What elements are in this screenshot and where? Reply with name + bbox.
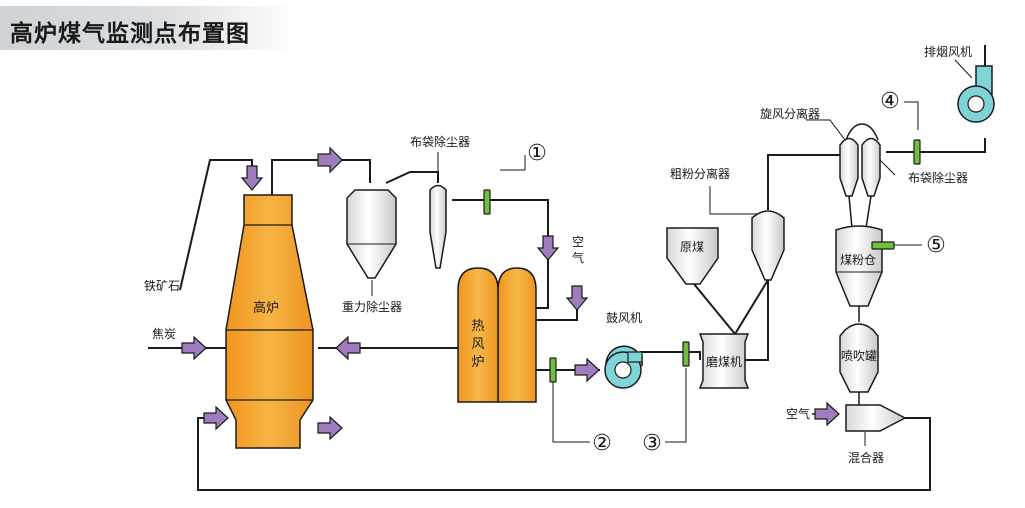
leader-coarse (709, 186, 760, 215)
cyclone-separator: 旋风分离器 布袋除尘器 (760, 106, 968, 229)
separator-to-cyclone-line (767, 154, 840, 210)
hot-blast-stove: 热 风 炉 (457, 267, 537, 403)
leader-bag-filter-2 (879, 159, 896, 176)
label-raw-coal: 原煤 (680, 240, 704, 254)
arrow-air-1 (565, 285, 589, 311)
leader-exhaust (954, 59, 973, 79)
label-coke: 焦炭 (152, 327, 176, 341)
arrow-coke-in (181, 335, 207, 361)
label-exhaust-fan: 排烟风机 (924, 45, 972, 59)
sensor-4[interactable] (913, 139, 921, 165)
coarse-powder-separator: 粗粉分离器 (670, 166, 785, 281)
label-blower: 鼓风机 (606, 311, 642, 325)
gravity-dust-collector: 重力除尘器 (342, 189, 402, 314)
point-marker-4[interactable]: ④ (880, 89, 900, 114)
coal-mill: 磨煤机 (698, 333, 750, 389)
label-coal-mill: 磨煤机 (706, 355, 742, 369)
arrow-stove-air (536, 235, 560, 261)
label-blast-furnace: 高炉 (253, 300, 279, 316)
raw-coal-hopper: 原煤 (666, 227, 719, 285)
marker-line-1 (500, 155, 526, 171)
label-bag-filter-1: 布袋除尘器 (410, 134, 470, 149)
point-marker-5[interactable]: ⑤ (926, 233, 946, 258)
marker-line-2 (552, 380, 590, 443)
label-bag-filter-2: 布袋除尘器 (908, 170, 968, 185)
gravity-to-bag-line (385, 171, 439, 184)
arrow-blower-in (574, 357, 600, 383)
arrow-slag-out (317, 415, 343, 441)
leader-cyclone (806, 119, 846, 141)
label-coarse-separator: 粗粉分离器 (670, 166, 730, 181)
cyclone-to-fan-line (886, 138, 986, 153)
mill-to-separator-line (745, 250, 769, 361)
label-stove-char-3: 炉 (471, 355, 484, 370)
label-cyclone-separator: 旋风分离器 (760, 106, 820, 121)
point-marker-2[interactable]: ② (592, 431, 612, 456)
sensor-3[interactable] (682, 341, 690, 367)
sensor-5[interactable] (871, 241, 895, 250)
blower: 鼓风机 (604, 311, 643, 389)
sensor-1[interactable] (483, 189, 491, 215)
label-gravity-dust-collector: 重力除尘器 (342, 299, 402, 314)
separator-return-line (734, 279, 769, 335)
coal-powder-bin: 煤粉仓 (835, 225, 883, 307)
label-iron-ore: 铁矿石 (144, 279, 180, 293)
bag-filter-gas: 布袋除尘器 (410, 134, 470, 269)
flow-arrows (181, 146, 840, 441)
injection-tank: 喷吹罐 (839, 306, 879, 393)
title-banner: 高炉煤气监测点布置图 (0, 6, 300, 50)
label-air-2: 空气 (786, 406, 810, 421)
blower-discharge-line (640, 351, 701, 360)
arrow-return-in (203, 405, 229, 431)
sensor-2[interactable] (549, 357, 557, 383)
arrow-gas-out (317, 146, 343, 174)
monitoring-points: ① ② ③ ④ ⑤ (527, 89, 946, 456)
blast-furnace: 高炉 (225, 194, 314, 449)
marker-line-4 (904, 101, 919, 130)
point-marker-1[interactable]: ① (527, 141, 547, 166)
arrow-mixer-air (814, 401, 840, 427)
exhaust-fan: 排烟风机 (924, 45, 995, 123)
page-title: 高炉煤气监测点布置图 (10, 21, 250, 47)
sensors (483, 139, 922, 383)
mixer: 混合器 空气 (786, 392, 907, 465)
stove-air-line (536, 288, 578, 321)
point-marker-3[interactable]: ③ (642, 431, 662, 456)
label-air-1-char-2: 气 (572, 250, 584, 265)
label-coal-bin: 煤粉仓 (840, 253, 876, 267)
arrow-iron-ore-in (240, 165, 264, 191)
marker-line-3 (665, 368, 687, 443)
label-mixer: 混合器 (848, 450, 884, 465)
raw-coal-feed-line (693, 283, 736, 335)
label-air-1-char-1: 空 (572, 235, 584, 249)
label-stove-char-1: 热 (471, 319, 484, 334)
injection-return-loop (197, 417, 931, 491)
arrow-hot-blast (335, 335, 361, 361)
label-stove-char-2: 风 (471, 337, 484, 352)
label-injection-tank: 喷吹罐 (841, 349, 877, 363)
